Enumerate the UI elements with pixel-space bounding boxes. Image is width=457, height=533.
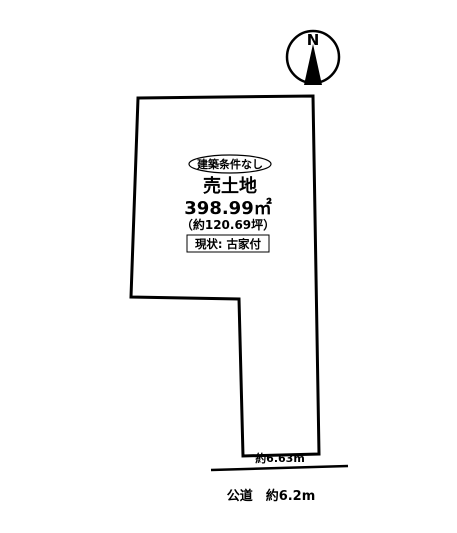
current-status-text: 現状: 古家付 [195, 237, 262, 251]
north-compass: N [285, 29, 341, 85]
lot-type: 売土地 [203, 175, 257, 197]
current-status-box: 現状: 古家付 [186, 234, 270, 253]
lot-area-tsubo: （約120.69坪） [181, 217, 275, 232]
lot-boundary [129, 94, 321, 458]
north-label: N [307, 31, 320, 49]
north-arrow-icon [304, 44, 322, 85]
road-line [210, 464, 349, 472]
condition-badge-outline [188, 154, 272, 174]
road-label: 公道 約6.2m [227, 488, 316, 504]
condition-badge-text: 建築条件なし [197, 157, 263, 171]
current-status-frame [186, 234, 270, 253]
condition-badge: 建築条件なし [188, 154, 272, 174]
frontage-width-label: 約6.63m [255, 451, 305, 465]
lot-area-sqm: 398.99㎡ [184, 197, 271, 219]
